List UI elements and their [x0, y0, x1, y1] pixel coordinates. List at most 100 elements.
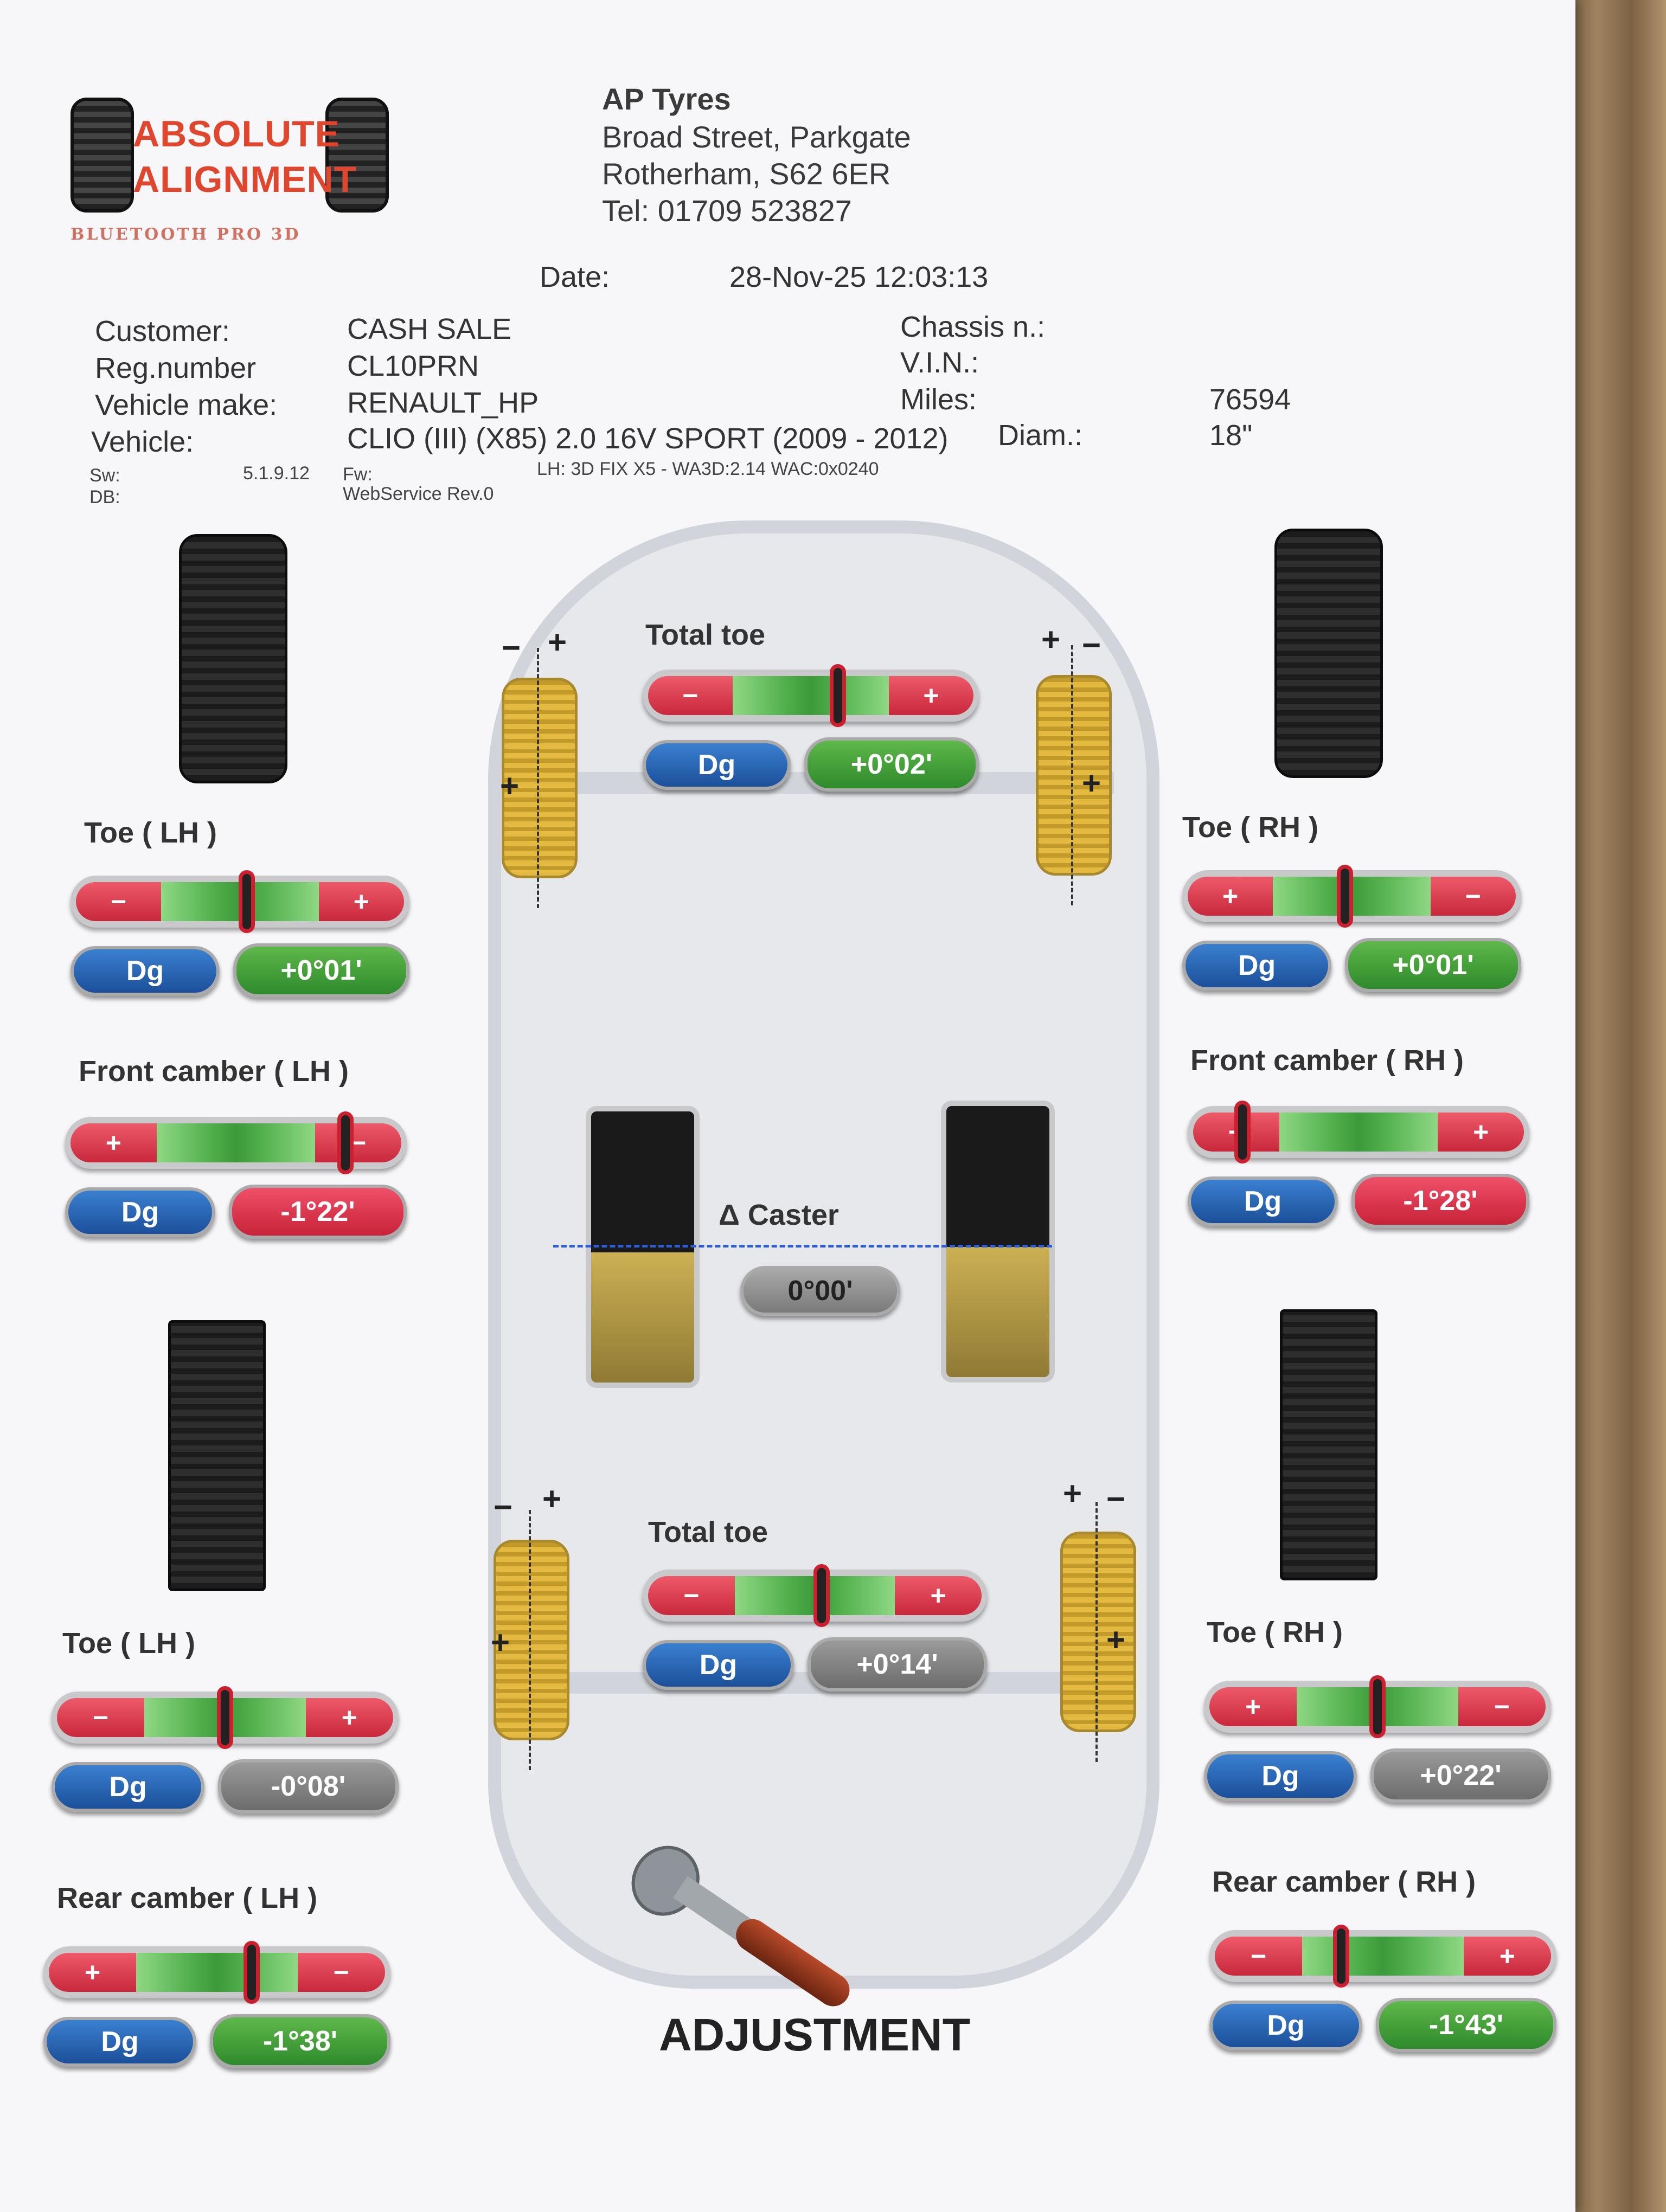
- gauge-needle: [1333, 1925, 1350, 1988]
- tyre-icon: [325, 98, 389, 213]
- alignment-printout: ABSOLUTE ALIGNMENT BLUETOOTH PRO 3D AP T…: [0, 0, 1575, 2212]
- gauge-right-sign: +: [318, 882, 404, 921]
- rear-camber-lh-gauge: +−: [43, 1941, 390, 2004]
- sw-value: 5.1.9.12: [243, 463, 310, 484]
- gauge-needle: [239, 870, 255, 933]
- gauge-left-sign: +: [49, 1953, 137, 1992]
- gauge-tolerance-zone: [156, 1123, 316, 1162]
- diam-label: Diam.:: [998, 419, 1083, 452]
- front-total-toe-unit: Dg: [643, 740, 791, 790]
- front-camber-lh-unit: Dg: [65, 1187, 215, 1237]
- front-toe-rh-value: +0°01': [1345, 938, 1521, 992]
- gauge-right-sign: +: [1438, 1113, 1524, 1152]
- front-toe-lh-value: +0°01': [233, 943, 409, 998]
- caster-reference-line: [553, 1245, 1052, 1248]
- miles-label: Miles:: [900, 383, 977, 416]
- front-toe-rh-gauge: +−: [1182, 865, 1521, 928]
- company-address-2: Rotherham, S62 6ER: [602, 157, 891, 191]
- fw-value: WebService Rev.0: [343, 484, 494, 504]
- gauge-right-sign: +: [889, 676, 973, 715]
- gauge-right-sign: +: [305, 1698, 393, 1737]
- front-toe-lh-title: Toe ( LH ): [84, 816, 217, 849]
- front-toe-rh-unit: Dg: [1182, 941, 1331, 991]
- db-label: DB:: [89, 487, 120, 507]
- gauge-left-sign: −: [648, 676, 733, 715]
- gauge-tolerance-zone: [1279, 1113, 1438, 1152]
- rear-toe-lh-value: -0°08': [218, 1759, 399, 1814]
- tyre-icon: [71, 98, 134, 213]
- gauge-needle: [1369, 1675, 1386, 1738]
- rear-toe-rh-title: Toe ( RH ): [1207, 1616, 1343, 1649]
- front-camber-lh-value: -1°22': [229, 1185, 407, 1239]
- gauge-right-sign: −: [297, 1953, 385, 1992]
- gauge-needle: [829, 664, 846, 727]
- rear-total-toe-unit: Dg: [643, 1640, 794, 1690]
- miles-value: 76594: [1209, 383, 1291, 416]
- absolute-alignment-logo: ABSOLUTE ALIGNMENT BLUETOOTH PRO 3D: [71, 98, 389, 255]
- gauge-needle: [1337, 865, 1353, 928]
- tyre-icon: [1280, 1309, 1377, 1580]
- gauge-left-sign: +: [1188, 877, 1273, 916]
- gauge-needle: [244, 1941, 260, 2004]
- gauge-tolerance-zone: [1302, 1937, 1464, 1976]
- rear-camber-lh-value: -1°38': [210, 2014, 390, 2068]
- tyre-icon: [179, 534, 287, 783]
- gauge-left-sign: −: [57, 1698, 145, 1737]
- gauge-needle: [1234, 1101, 1251, 1163]
- gauge-needle: [813, 1564, 830, 1627]
- gauge-tolerance-zone: [136, 1953, 298, 1992]
- front-camber-rh-gauge: −+: [1188, 1101, 1529, 1163]
- adjustment-label: ADJUSTMENT: [659, 2009, 971, 2060]
- front-total-toe-value: +0°02': [804, 737, 979, 792]
- gauge-needle: [217, 1686, 233, 1749]
- front-total-toe-title: Total toe: [645, 619, 765, 651]
- gauge-left-sign: −: [648, 1576, 735, 1615]
- gauge-left-sign: +: [71, 1123, 157, 1162]
- company-address-1: Broad Street, Parkgate: [602, 120, 911, 154]
- gauge-right-sign: −: [1430, 877, 1516, 916]
- date-value: 28-Nov-25 12:03:13: [729, 261, 989, 293]
- caster-title: Δ Caster: [719, 1199, 839, 1231]
- front-toe-lh-gauge: −+: [71, 870, 409, 933]
- rear-camber-lh-unit: Dg: [43, 2017, 196, 2067]
- lh-sensor-info: LH: 3D FIX X5 - WA3D:2.14 WAC:0x0240: [537, 459, 879, 479]
- front-left-wheel: −+ +: [500, 624, 578, 908]
- customer-label: Customer:: [95, 315, 230, 348]
- front-camber-rh-unit: Dg: [1188, 1176, 1338, 1226]
- date-label: Date:: [540, 261, 610, 293]
- diam-value: 18": [1209, 419, 1253, 452]
- rear-camber-rh-value: -1°43': [1376, 1998, 1556, 2052]
- front-camber-lh-gauge: +−: [65, 1111, 407, 1174]
- vin-label: V.I.N.:: [900, 346, 979, 379]
- make-value: RENAULT_HP: [347, 387, 539, 419]
- caster-value: 0°00': [740, 1266, 900, 1316]
- front-camber-lh-title: Front camber ( LH ): [79, 1055, 349, 1088]
- rear-toe-rh-gauge: +−: [1204, 1675, 1551, 1738]
- rear-right-wheel: +− +: [1060, 1475, 1136, 1762]
- reg-label: Reg.number: [95, 352, 257, 384]
- front-toe-rh-title: Toe ( RH ): [1182, 811, 1318, 844]
- logo-text: ABSOLUTE ALIGNMENT: [133, 113, 357, 200]
- rear-toe-rh-value: +0°22': [1370, 1748, 1551, 1803]
- rear-camber-rh-gauge: −+: [1209, 1925, 1556, 1988]
- rear-toe-rh-unit: Dg: [1204, 1751, 1357, 1801]
- tyre-icon: [1274, 529, 1383, 778]
- rear-camber-rh-title: Rear camber ( RH ): [1212, 1866, 1476, 1898]
- gauge-needle: [337, 1111, 354, 1174]
- rear-total-toe-value: +0°14': [808, 1637, 987, 1692]
- gauge-left-sign: +: [1209, 1687, 1297, 1726]
- gauge-right-sign: −: [315, 1123, 401, 1162]
- front-camber-rh-title: Front camber ( RH ): [1190, 1044, 1464, 1077]
- caster-sensor-right: [941, 1101, 1055, 1382]
- vehicle-value: CLIO (III) (X85) 2.0 16V SPORT (2009 - 2…: [347, 422, 949, 455]
- chassis-label: Chassis n.:: [900, 311, 1046, 343]
- rear-camber-lh-title: Rear camber ( LH ): [57, 1882, 318, 1914]
- vehicle-label: Vehicle:: [91, 426, 194, 458]
- gauge-right-sign: −: [1458, 1687, 1546, 1726]
- rear-left-wheel: −+ +: [491, 1481, 569, 1770]
- rear-toe-lh-title: Toe ( LH ): [62, 1627, 195, 1660]
- front-toe-lh-unit: Dg: [71, 946, 220, 996]
- rear-toe-lh-gauge: −+: [52, 1686, 399, 1749]
- rear-camber-rh-unit: Dg: [1209, 2001, 1362, 2050]
- company-tel: Tel: 01709 523827: [602, 194, 852, 228]
